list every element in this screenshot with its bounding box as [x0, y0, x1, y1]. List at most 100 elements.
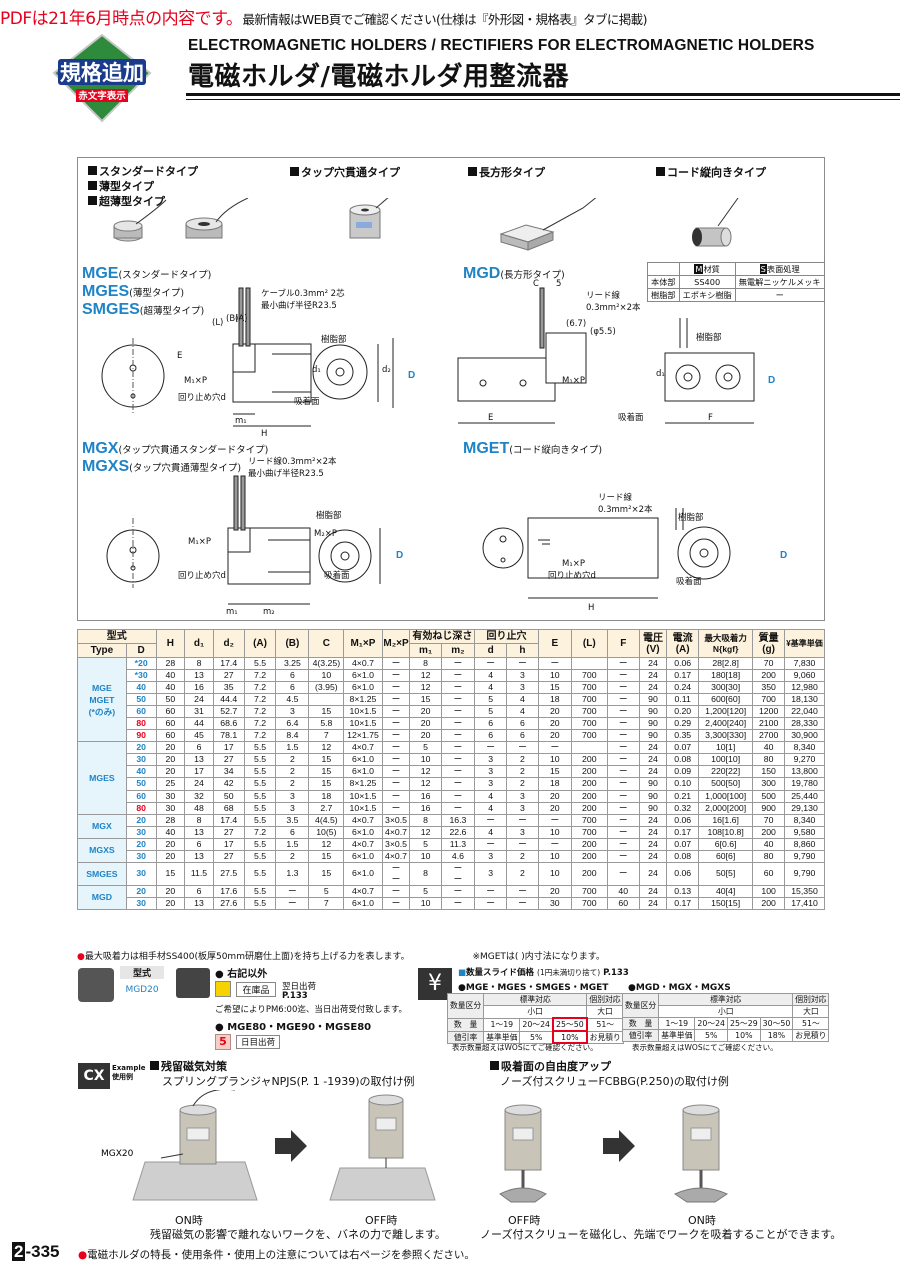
table-cell: 2 — [275, 753, 310, 767]
title-en: ELECTROMAGNETIC HOLDERS / RECTIFIERS FOR… — [188, 37, 815, 54]
table-cell: 3 — [506, 789, 539, 803]
table-cell: ー — [606, 801, 640, 815]
dim-d-mge: D — [408, 370, 415, 381]
svg-text:(B): (B) — [226, 314, 238, 324]
svg-text:M₁×P: M₁×P — [184, 376, 207, 386]
arrow-right — [603, 1130, 635, 1162]
yen-icon: ¥ — [418, 968, 452, 1000]
table-cell: ー — [381, 789, 411, 803]
left-caption: 残留磁気の影響で離れないワークを、バネの力で離します。 — [150, 1228, 446, 1241]
table-cell: 700 — [752, 693, 786, 707]
table-cell: 4(3.25) — [308, 656, 345, 671]
table-cell: ー — [440, 729, 476, 743]
table-cell: 6.4 — [275, 717, 310, 731]
table-cell: 6×1.0 — [343, 896, 383, 910]
table-cell: 5.5 — [243, 765, 277, 779]
table-cell: 17 — [184, 765, 214, 779]
svg-text:リード線: リード線 — [586, 290, 621, 301]
table-cell: 2.7 — [308, 801, 345, 815]
cell-d: 20 — [125, 813, 157, 827]
ship-note: ご希望によりPM6:00迄、当日出荷受付致します。 — [215, 1005, 408, 1015]
table-cell: 68 — [212, 801, 245, 815]
table-cell: 7.2 — [243, 693, 277, 707]
example-right-title: 吸着面の自由度アップ — [490, 1058, 611, 1074]
table-cell: 5 — [308, 884, 345, 898]
table-cell: 4×0.7 — [343, 837, 383, 851]
table-cell: 8,340 — [784, 741, 825, 755]
next-day-page[interactable]: P.133 — [282, 991, 308, 1001]
table-cell: 13 — [184, 849, 214, 863]
table-cell: 6×1.0 — [343, 861, 383, 886]
table-cell: 35 — [212, 681, 245, 695]
table-cell: 500[50] — [698, 777, 754, 791]
table-cell: 3.5 — [275, 813, 310, 827]
table-cell: 4 — [474, 801, 508, 815]
table-cell: 30 — [155, 801, 186, 815]
table-cell: 3 — [506, 825, 539, 839]
table-cell: 10 — [537, 861, 572, 886]
table-cell: 18 — [537, 693, 572, 707]
svg-text:F: F — [708, 413, 713, 423]
table-cell: 6×1.0 — [343, 849, 383, 863]
table-cell: ー — [440, 705, 476, 719]
table-cell: 50 — [212, 789, 245, 803]
table-cell: 0.07 — [666, 837, 700, 851]
table-cell: ー — [440, 693, 476, 707]
table-cell: 1200 — [752, 705, 786, 719]
table-cell: 5.5 — [243, 884, 277, 898]
table-cell: 6 — [474, 717, 508, 731]
photo-tap — [349, 198, 389, 239]
arrow-left — [275, 1130, 307, 1162]
table-cell: 5.5 — [243, 656, 277, 671]
left-off-photo — [329, 1094, 436, 1201]
svg-text:m₁: m₁ — [235, 416, 247, 426]
svg-text:M₁×P: M₁×P — [562, 559, 585, 569]
table-cell: 2 — [506, 753, 539, 767]
svg-text:(A): (A) — [235, 314, 247, 324]
table-cell: 0.06 — [666, 656, 700, 671]
table-cell: 40[4] — [698, 884, 754, 898]
table-cell: ー — [440, 741, 476, 755]
banner-black: 最新情報はWEB頁でご確認ください(仕様は『外形図・規格表』タブに掲載) — [242, 12, 647, 27]
table-cell: 45 — [184, 729, 214, 743]
table-cell: ー — [506, 656, 539, 671]
svg-text:樹脂部: 樹脂部 — [678, 512, 704, 523]
mgx-code-block: MGX(タップ穴貫通スタンダードタイプ) MGXS(タップ穴貫通薄型タイプ) — [82, 440, 269, 475]
table-cell: 5.5 — [243, 849, 277, 863]
table-cell: 60 — [606, 896, 640, 910]
spec-footnote: ●最大吸着力は相手材SS400(板厚50mm研磨仕上面)を持ち上げる力を表します… — [77, 952, 605, 962]
table-cell: 16 — [409, 801, 442, 815]
table-cell: 60 — [155, 717, 186, 731]
table-cell: 44 — [184, 717, 214, 731]
cell-d: 50 — [125, 693, 157, 707]
table-cell: ー — [381, 669, 411, 683]
table-cell: 3 — [474, 777, 508, 791]
table-cell: 5.5 — [243, 789, 277, 803]
table-cell: 4.5 — [275, 693, 310, 707]
table-cell: 16 — [184, 681, 214, 695]
table-cell: 42 — [212, 777, 245, 791]
table-cell: 15 — [308, 861, 345, 886]
table-cell: 24 — [184, 777, 214, 791]
table-cell: 9,580 — [784, 825, 825, 839]
svg-text:m₂: m₂ — [263, 607, 275, 617]
svg-text:樹脂部: 樹脂部 — [696, 332, 722, 343]
photo-mge-small — [113, 199, 167, 242]
table-cell: 8 — [409, 813, 442, 827]
table-cell: 108[10.8] — [698, 825, 754, 839]
cell-d: 40 — [125, 765, 157, 779]
table-cell: 20 — [537, 789, 572, 803]
table-cell: ー — [506, 884, 539, 898]
table-cell: 10 — [537, 669, 572, 683]
vol-t2-note: 表示数量超えはWOSにてご確認ください。 — [632, 1043, 778, 1052]
table-cell: 2700 — [752, 729, 786, 743]
table-cell: 6×1.0 — [343, 681, 383, 695]
svg-text:E: E — [177, 351, 182, 361]
table-cell: ー ー — [440, 861, 476, 886]
table-cell: 350 — [752, 681, 786, 695]
table-cell: ー — [537, 813, 572, 827]
